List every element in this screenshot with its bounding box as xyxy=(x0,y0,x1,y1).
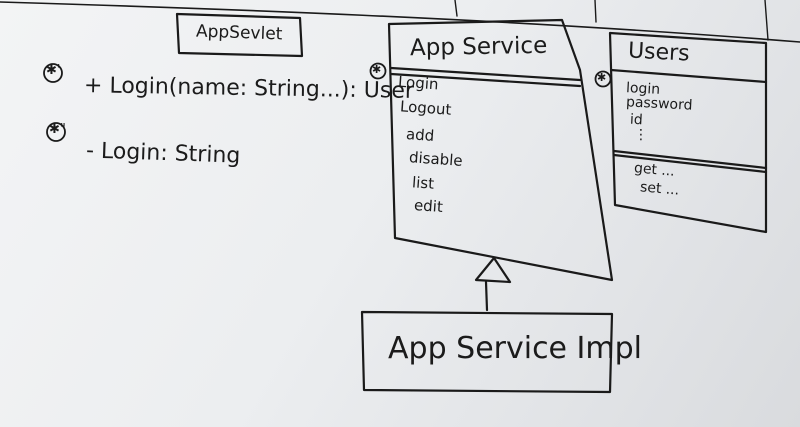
users-field-password: password xyxy=(625,94,693,114)
impl-title: App Service Impl xyxy=(388,331,643,366)
service-method-add: add xyxy=(405,125,435,145)
servlet-title: AppSevlet xyxy=(195,21,283,45)
impl-box xyxy=(360,310,614,394)
users-method-set: set ... xyxy=(639,179,680,199)
note-1-text: + Login(name: String...): User xyxy=(83,73,415,104)
users-marker-circle xyxy=(594,70,612,88)
users-method-get: get ... xyxy=(633,160,676,180)
service-method-edit: edit xyxy=(413,196,444,216)
service-method-list: list xyxy=(411,173,435,193)
users-field-more: ⋮ xyxy=(634,127,648,143)
inheritance-triangle xyxy=(474,256,512,284)
note-1-marker: ✱' xyxy=(46,63,61,78)
board-top-line xyxy=(0,1,800,43)
users-title: Users xyxy=(627,38,691,67)
users-field-id: id xyxy=(629,111,644,129)
service-title: App Service xyxy=(409,32,548,62)
note-2-marker-circle xyxy=(46,122,66,142)
inheritance-line xyxy=(484,280,489,312)
users-divider-2 xyxy=(612,149,768,170)
note-2-text: - Login: String xyxy=(85,138,241,169)
service-divider xyxy=(389,66,582,82)
users-marker: ✱ xyxy=(597,71,607,84)
users-divider-1 xyxy=(609,68,768,84)
note-1-marker-circle xyxy=(43,63,63,83)
service-method-disable: disable xyxy=(408,148,464,170)
service-marker: ✱ xyxy=(372,63,382,76)
servlet-box xyxy=(175,12,304,58)
service-box xyxy=(387,18,614,282)
users-box xyxy=(608,31,768,234)
note-2-marker: ✱" xyxy=(49,122,66,137)
service-marker-circle xyxy=(369,62,387,80)
